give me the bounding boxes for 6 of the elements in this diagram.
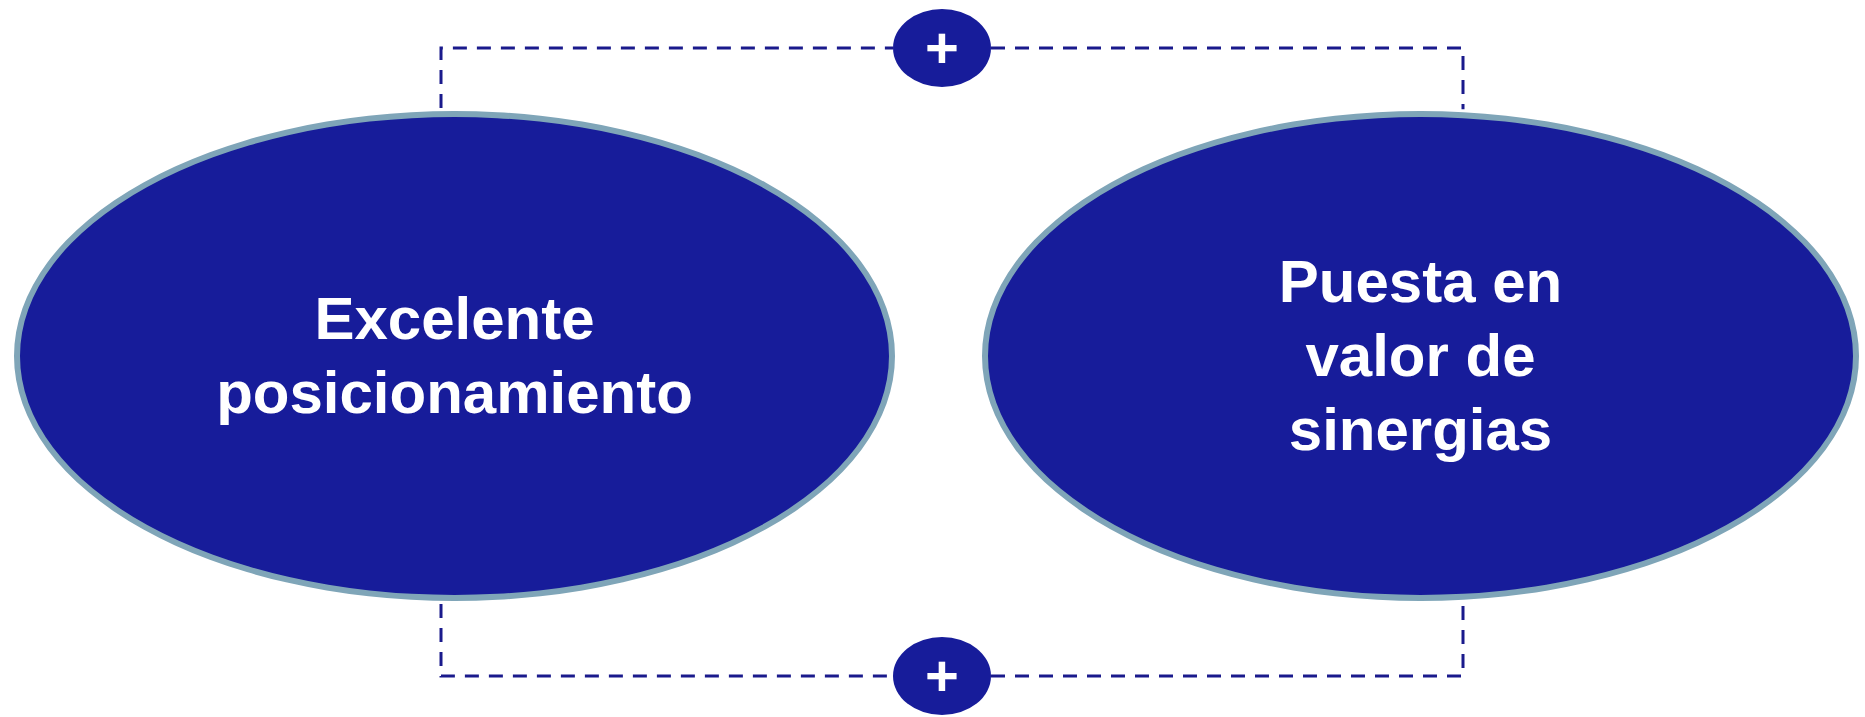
plus-sign: +: [925, 647, 959, 705]
node-label: Excelente posicionamiento: [215, 284, 694, 428]
plus-sign: +: [925, 19, 959, 77]
node-label: Puesta en valor de sinergias: [1277, 247, 1564, 465]
dashed-connector: [439, 46, 893, 109]
dashed-connector: [991, 46, 1465, 110]
